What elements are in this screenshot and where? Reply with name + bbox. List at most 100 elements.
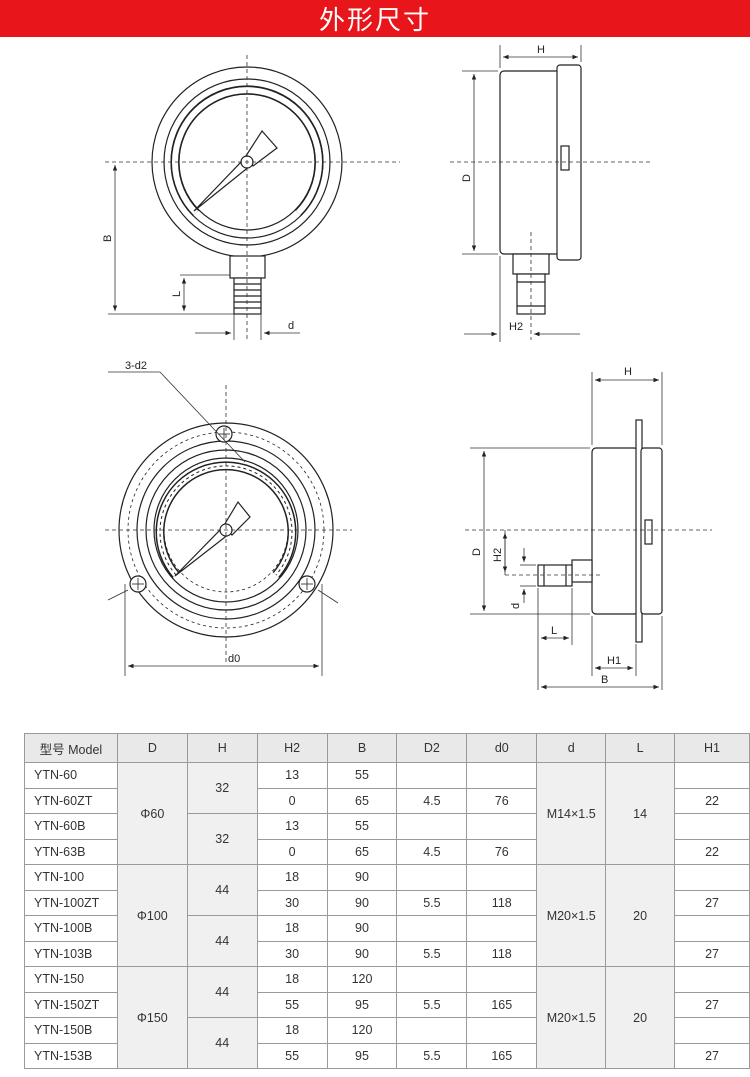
cell-model: YTN-150B bbox=[24, 1017, 118, 1044]
cell-d-big: Φ100 bbox=[116, 864, 188, 967]
cell-d2: 5.5 bbox=[396, 991, 468, 1018]
cell-h2: 0 bbox=[256, 787, 328, 814]
cell-d0: 118 bbox=[466, 940, 538, 967]
table-header-row: 型号 Model D H H2 B D2 d0 d L H1 bbox=[24, 733, 750, 763]
col-header-d0: d0 bbox=[466, 733, 538, 763]
cell-d2: 5.5 bbox=[396, 940, 468, 967]
cell-model: YTN-60B bbox=[24, 813, 118, 840]
table-row: YTN-63B 0 65 4.5 76 22 bbox=[24, 838, 750, 865]
cell-h1: 27 bbox=[674, 991, 750, 1018]
cell-b: 95 bbox=[326, 1042, 398, 1069]
cell-b: 90 bbox=[326, 864, 398, 891]
cell-d0 bbox=[466, 966, 538, 993]
col-header-d-big: D bbox=[116, 733, 188, 763]
cell-d2 bbox=[396, 966, 468, 993]
col-header-model: 型号 Model bbox=[24, 733, 118, 763]
cell-d0: 165 bbox=[466, 991, 538, 1018]
col-header-l: L bbox=[605, 733, 676, 763]
col-header-h1: H1 bbox=[674, 733, 750, 763]
cell-model: YTN-63B bbox=[24, 838, 118, 865]
cell-model: YTN-150ZT bbox=[24, 991, 118, 1018]
cell-b: 120 bbox=[326, 966, 398, 993]
cell-h2: 55 bbox=[256, 991, 328, 1018]
cell-d2: 5.5 bbox=[396, 1042, 468, 1069]
table-row: YTN-60 Φ60 32 13 55 M14×1.5 14 bbox=[24, 762, 750, 865]
cell-model: YTN-100B bbox=[24, 915, 118, 942]
cell-model: YTN-150 bbox=[24, 966, 118, 993]
dim-label-h2-flanged: H2 bbox=[492, 548, 504, 562]
dimension-table: 型号 Model D H H2 B D2 d0 d L H1 YTN-60 Φ6… bbox=[24, 733, 750, 1069]
dim-label-d-big: D bbox=[461, 174, 473, 182]
cell-d2: 5.5 bbox=[396, 889, 468, 916]
cell-h1 bbox=[674, 762, 750, 789]
cell-d0 bbox=[466, 915, 538, 942]
cell-h1 bbox=[674, 864, 750, 891]
cell-h: 44 bbox=[186, 864, 258, 916]
dim-label-l: L bbox=[171, 291, 183, 297]
dim-label-d-flanged: d bbox=[510, 603, 522, 609]
cell-h2: 30 bbox=[256, 940, 328, 967]
cell-d2: 4.5 bbox=[396, 838, 468, 865]
dim-label-d: d bbox=[288, 320, 294, 332]
table-row: YTN-150 Φ150 44 18 120 M20×1.5 20 bbox=[24, 966, 750, 1069]
table-row: YTN-60ZT 0 65 4.5 76 22 bbox=[24, 787, 750, 814]
cell-h2: 18 bbox=[256, 864, 328, 891]
cell-h2: 13 bbox=[256, 762, 328, 789]
dim-label-d-big-flanged: D bbox=[471, 548, 483, 556]
cell-h2: 55 bbox=[256, 1042, 328, 1069]
cell-b: 90 bbox=[326, 940, 398, 967]
cell-d2 bbox=[396, 915, 468, 942]
cell-h1: 27 bbox=[674, 889, 750, 916]
cell-h2: 18 bbox=[256, 915, 328, 942]
cell-model: YTN-100ZT bbox=[24, 889, 118, 916]
cell-d2 bbox=[396, 762, 468, 789]
cell-b: 65 bbox=[326, 787, 398, 814]
cell-h1 bbox=[674, 966, 750, 993]
cell-model: YTN-153B bbox=[24, 1042, 118, 1069]
col-header-h: H bbox=[186, 733, 258, 763]
cell-d: M14×1.5 bbox=[536, 762, 607, 865]
cell-h1: 27 bbox=[674, 940, 750, 967]
cell-d0 bbox=[466, 813, 538, 840]
col-header-d2: D2 bbox=[396, 733, 468, 763]
section-title: 外形尺寸 bbox=[318, 6, 431, 36]
dim-label-h1-flanged: H1 bbox=[607, 655, 621, 667]
col-header-b: B bbox=[326, 733, 398, 763]
cell-h2: 0 bbox=[256, 838, 328, 865]
dim-label-h2: H2 bbox=[509, 321, 523, 333]
section-header: 外形尺寸 bbox=[0, 0, 750, 37]
cell-h1: 27 bbox=[674, 1042, 750, 1069]
cell-h1 bbox=[674, 1017, 750, 1044]
cell-l: 20 bbox=[605, 966, 676, 1069]
cell-l: 14 bbox=[605, 762, 676, 865]
cell-h: 44 bbox=[186, 915, 258, 967]
cell-d-big: Φ60 bbox=[116, 762, 188, 865]
side-view-standard-dims bbox=[450, 45, 650, 342]
cell-d0 bbox=[466, 762, 538, 789]
cell-d0: 165 bbox=[466, 1042, 538, 1069]
cell-h1 bbox=[674, 813, 750, 840]
cell-d: M20×1.5 bbox=[536, 864, 607, 967]
dim-label-d0: d0 bbox=[228, 653, 240, 665]
cell-h: 32 bbox=[186, 762, 258, 814]
front-view-flanged-dims bbox=[105, 371, 352, 676]
table-row: YTN-60B 32 13 55 bbox=[24, 813, 750, 865]
cell-h2: 30 bbox=[256, 889, 328, 916]
dim-label-b-flanged: B bbox=[601, 674, 608, 686]
table-row: YTN-150B 44 18 120 bbox=[24, 1017, 750, 1069]
cell-d2 bbox=[396, 864, 468, 891]
table-row: YTN-153B 55 95 5.5 165 27 bbox=[24, 1042, 750, 1069]
dim-label-h-flanged: H bbox=[624, 366, 632, 378]
dimension-drawings: B L d H D H2 bbox=[102, 44, 712, 690]
cell-b: 95 bbox=[326, 991, 398, 1018]
cell-b: 90 bbox=[326, 915, 398, 942]
cell-d0: 76 bbox=[466, 787, 538, 814]
cell-d0: 76 bbox=[466, 838, 538, 865]
cell-b: 90 bbox=[326, 889, 398, 916]
table-row: YTN-100B 44 18 90 bbox=[24, 915, 750, 967]
cell-b: 65 bbox=[326, 838, 398, 865]
dim-label-b: B bbox=[102, 235, 114, 242]
cell-model: YTN-60 bbox=[24, 762, 118, 789]
cell-model: YTN-60ZT bbox=[24, 787, 118, 814]
cell-model: YTN-103B bbox=[24, 940, 118, 967]
